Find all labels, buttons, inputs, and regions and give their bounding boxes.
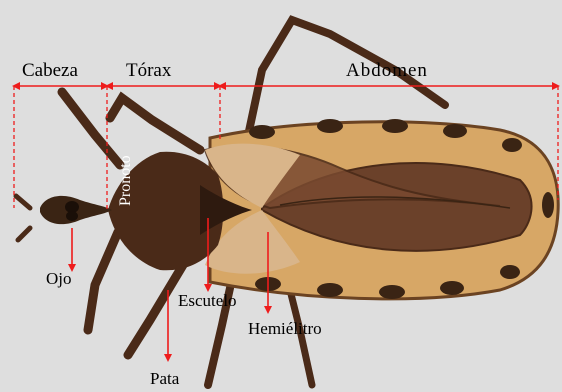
part-label-scutellum: Escutelo <box>178 292 237 309</box>
region-label-abdomen: Abdomen <box>346 61 428 80</box>
region-label-thorax: Tórax <box>126 61 171 80</box>
eye-lower <box>66 211 78 221</box>
region-label-head: Cabeza <box>22 61 78 80</box>
part-label-hemelytron: Hemiélitro <box>248 320 322 337</box>
part-label-eye: Ojo <box>46 270 72 287</box>
part-label-pronotum: Pronoto <box>118 155 134 206</box>
part-label-leg: Pata <box>150 370 179 387</box>
